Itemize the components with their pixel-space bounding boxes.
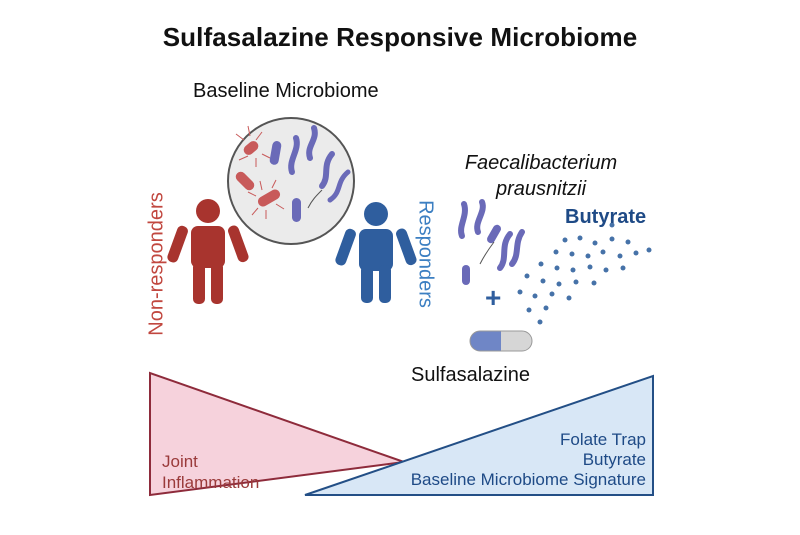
butyrate-line: Butyrate (582, 450, 646, 469)
folate-trap-line: Folate Trap (560, 430, 646, 449)
red-bacterium-icon (235, 171, 255, 191)
purple-spiral-bacterium-icon (288, 135, 300, 175)
purple-bacterium-icon (269, 141, 282, 165)
responders-label: Responders (414, 200, 437, 308)
purple-bacterium-icon (292, 198, 301, 222)
joint-inflammation-line2: Inflammation (162, 473, 260, 492)
butyrate-dots (517, 222, 652, 325)
purple-spiral-bacterium-icon (306, 125, 318, 161)
baseline-signature-line: Baseline Microbiome Signature (410, 470, 646, 489)
faecalibacterium-line1: Faecalibacterium (464, 152, 618, 174)
red-bacterium-icon (247, 179, 285, 219)
sulfasalazine-capsule-icon (469, 330, 533, 352)
responder-signature-wedge (304, 374, 654, 496)
diagram-title: Sulfasalazine Responsive Microbiome (162, 22, 638, 52)
joint-inflammation-wedge (149, 371, 405, 497)
responder-person-icon (335, 202, 417, 303)
purple-spiral-bacterium-icon (327, 169, 351, 203)
plus-sign: + (485, 282, 502, 313)
joint-inflammation-line1: Joint (162, 452, 198, 471)
joint-inflammation-label: Joint Inflammation (162, 451, 259, 493)
baseline-microbiome-circle (227, 117, 355, 245)
purple-spiral-bacterium-icon (319, 151, 335, 189)
faecalibacterium-bacteria-icon (458, 199, 525, 285)
faecalibacterium-label: Faecalibacterium prausnitzii (436, 150, 646, 202)
non-responders-label: Non-responders (145, 192, 168, 336)
red-bacterium-icon (235, 125, 271, 167)
baseline-microbiome-label: Baseline Microbiome (193, 80, 379, 102)
butyrate-label: Butyrate (565, 206, 647, 228)
sulfasalazine-label: Sulfasalazine (411, 364, 530, 386)
non-responder-person-icon (167, 199, 249, 304)
responder-signature-label: Folate Trap Butyrate Baseline Microbiome… (380, 430, 646, 490)
faecalibacterium-line2: prausnitzii (495, 178, 587, 200)
